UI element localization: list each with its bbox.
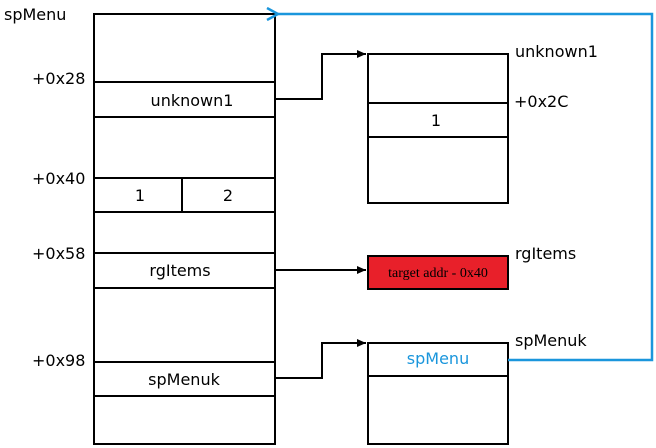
offset-label-0x58: +0x58 <box>32 244 85 263</box>
target-addr-box <box>367 255 509 290</box>
target-addr-text: target addr - 0x40 <box>388 266 488 281</box>
field-unknown1: unknown1 <box>151 91 234 110</box>
unknown1-struct: unknown1 +0x2C 1 <box>367 42 598 204</box>
unknown1-struct-box <box>367 53 509 204</box>
spmenuk-field-spmenu: spMenu <box>407 349 469 368</box>
field-pair-left: 1 <box>135 186 145 205</box>
offset-label-0x40: +0x40 <box>32 169 85 188</box>
arrow-unknown1-to-struct <box>275 50 366 100</box>
spmenuk-struct: spMenuk spMenu <box>367 331 587 445</box>
offset-label-0x2c: +0x2C <box>514 92 568 111</box>
spmenu-struct-box <box>93 13 276 445</box>
spmenuk-struct-box <box>367 342 509 445</box>
unknown1-struct-title: unknown1 <box>515 42 598 61</box>
field-pair-right: 2 <box>223 186 233 205</box>
offset-label-0x98: +0x98 <box>32 351 85 370</box>
field-spmenuk: spMenuk <box>148 370 220 389</box>
spmenuk-struct-title: spMenuk <box>515 331 587 350</box>
rgitems-target: rgItems target addr - 0x40 <box>367 244 576 290</box>
spmenu-struct: spMenu +0x28 unknown1 +0x40 1 2 +0x58 rg… <box>4 5 276 445</box>
offset-label-0x28: +0x28 <box>32 69 85 88</box>
field-rgitems: rgItems <box>149 261 210 280</box>
rgitems-target-title: rgItems <box>515 244 576 263</box>
arrow-spmenuk-to-struct <box>275 339 366 379</box>
unknown1-value: 1 <box>431 111 441 130</box>
spmenu-title: spMenu <box>4 5 66 24</box>
arrow-spmenu-back-reference <box>278 14 654 362</box>
